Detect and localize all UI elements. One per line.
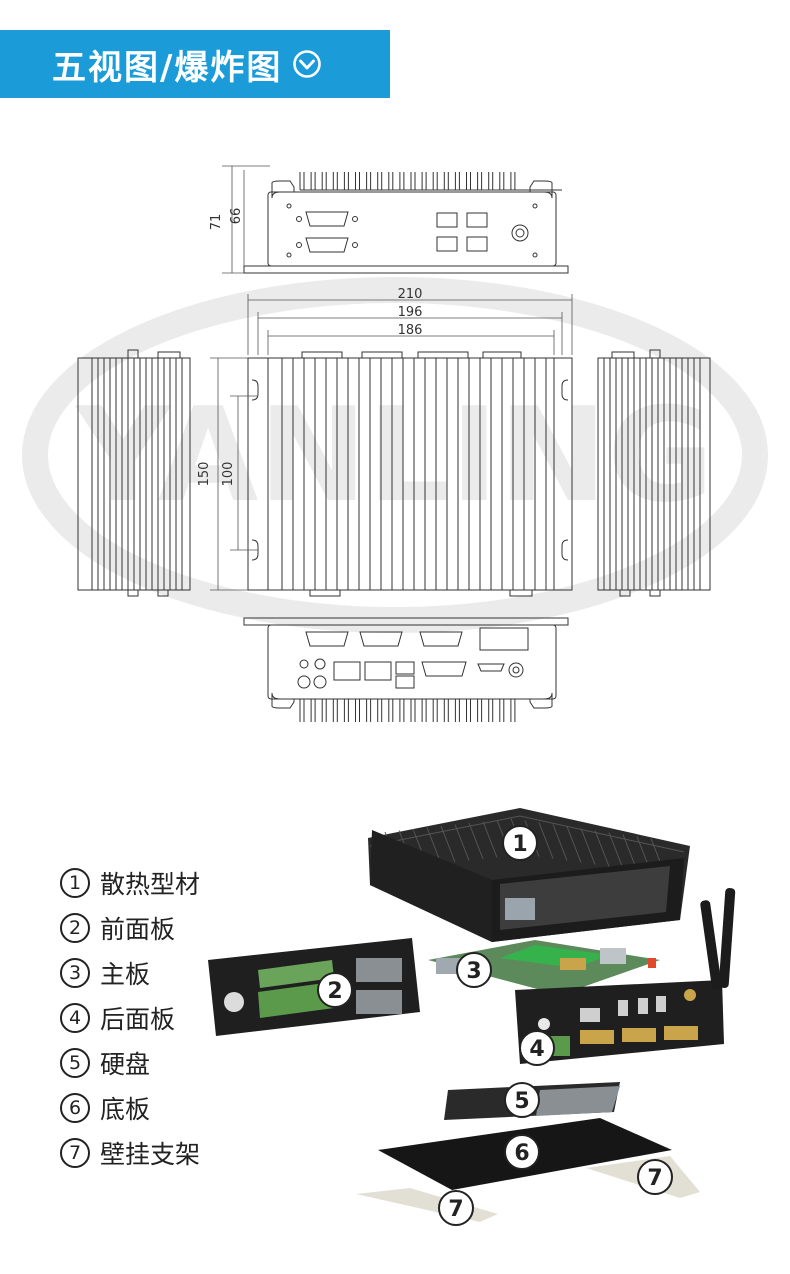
dim-depth-inner: 100 [221, 462, 236, 487]
callout-2: 2 [317, 972, 353, 1008]
fin-line [580, 828, 596, 865]
legend-item: 5 硬盘 [60, 1040, 200, 1085]
callout-3: 3 [456, 952, 492, 988]
svg-text:4: 4 [529, 1037, 544, 1062]
legend-label: 散热型材 [100, 869, 201, 899]
legend-label: 壁挂支架 [100, 1139, 201, 1169]
parts-legend: 1 散热型材 2 前面板 3 主板 4 后面板 5 硬盘 6 底板 7 壁挂支架 [60, 860, 200, 1175]
legend-number: 7 [60, 1137, 90, 1168]
callout-6: 6 [504, 1134, 540, 1170]
dim-width-overall: 210 [398, 287, 423, 302]
front-panel-part [208, 938, 420, 1036]
legend-item: 1 散热型材 [60, 860, 200, 905]
page-title: 五视图/爆炸图 [52, 47, 283, 88]
depth-dims [210, 357, 258, 591]
svg-text:3: 3 [466, 959, 481, 984]
legend-label: 后面板 [100, 1004, 176, 1034]
heatsink-part [368, 808, 690, 942]
svg-text:YANLING: YANLING [74, 379, 714, 531]
right-side-view [597, 349, 711, 597]
fin-line [482, 821, 498, 858]
legend-item: 7 壁挂支架 [60, 1130, 200, 1175]
svg-text:1: 1 [512, 832, 527, 857]
dim-front-height-outer: 71 [209, 214, 224, 231]
fin-line [468, 822, 484, 860]
header-banner: 五视图/爆炸图 [0, 30, 390, 98]
dim-width-inner: 186 [398, 323, 423, 338]
callout-4: 4 [519, 1030, 555, 1066]
fin-line [426, 827, 442, 864]
svg-text:5: 5 [514, 1089, 529, 1114]
five-view-drawing: YANLING 71 66 [22, 165, 768, 722]
dim-width-middle: 196 [398, 305, 423, 320]
callout-7b: 7 [438, 1190, 474, 1226]
chevron-down-circle-icon [293, 50, 322, 78]
legend-label: 硬盘 [100, 1049, 151, 1079]
fin-line [566, 826, 582, 863]
fin-line [552, 824, 568, 861]
rear-view [243, 617, 569, 722]
rear-panel-part [515, 980, 724, 1064]
legend-label: 前面板 [100, 914, 176, 944]
fin-line [538, 822, 554, 859]
svg-text:6: 6 [514, 1141, 529, 1166]
callout-1: 1 [502, 825, 538, 861]
left-side-view [77, 349, 191, 597]
callout-5: 5 [504, 1082, 540, 1118]
fin-line [440, 825, 456, 863]
cooler-block [505, 898, 535, 920]
top-view [247, 351, 573, 597]
motherboard-part [428, 940, 660, 995]
legend-label: 底板 [100, 1094, 151, 1124]
legend-number: 1 [60, 867, 90, 898]
legend-item: 3 主板 [60, 950, 200, 995]
watermark: YANLING [22, 277, 768, 633]
legend-number: 3 [60, 957, 90, 988]
exploded-view: 1 2 3 4 5 6 7 7 [208, 808, 736, 1226]
legend-item: 6 底板 [60, 1085, 200, 1130]
legend-number: 4 [60, 1002, 90, 1033]
front-height-dims [222, 165, 270, 274]
dim-front-height-inner: 66 [229, 208, 244, 225]
front-view [243, 172, 569, 274]
svg-text:7: 7 [448, 1197, 463, 1222]
dim-depth-overall: 150 [197, 462, 212, 487]
svg-text:2: 2 [327, 979, 342, 1004]
legend-number: 2 [60, 912, 90, 943]
fin-line [454, 824, 470, 861]
svg-text:7: 7 [647, 1166, 662, 1191]
legend-number: 6 [60, 1092, 90, 1123]
fin-line [594, 830, 610, 867]
legend-item: 4 后面板 [60, 995, 200, 1040]
callout-7a: 7 [637, 1159, 673, 1195]
width-dims [247, 294, 573, 355]
legend-number: 5 [60, 1047, 90, 1078]
fin-line [608, 832, 624, 869]
legend-label: 主板 [100, 959, 151, 989]
antenna-part [684, 888, 736, 1001]
legend-item: 2 前面板 [60, 905, 200, 950]
